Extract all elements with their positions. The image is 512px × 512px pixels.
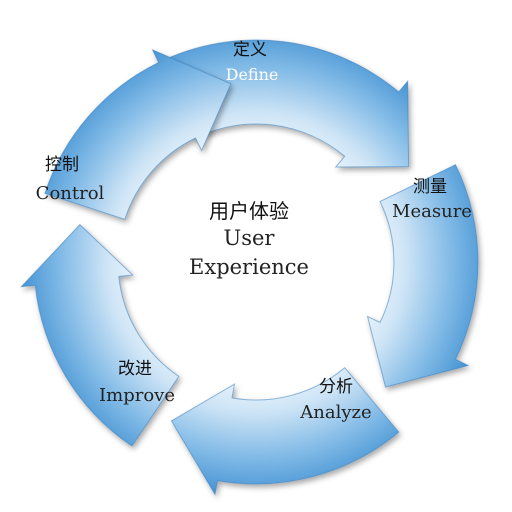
cycle-arrows xyxy=(20,39,479,496)
stage-analyze-en: Analyze xyxy=(299,402,371,423)
stage-define-cn: 定义 xyxy=(233,40,267,60)
arrow-measure xyxy=(366,164,479,388)
stage-define-en: Define xyxy=(226,65,279,84)
arrow-improve xyxy=(20,223,180,447)
center-title-cn: 用户体验 xyxy=(209,199,289,223)
stage-improve-en: Improve xyxy=(99,385,175,406)
center-title-en-line1: User xyxy=(224,226,276,250)
stage-control-cn: 控制 xyxy=(45,155,79,175)
stage-measure-cn: 测量 xyxy=(413,177,447,197)
arrow-analyze xyxy=(170,366,400,496)
stage-analyze-cn: 分析 xyxy=(319,377,353,397)
stage-control-en: Control xyxy=(36,183,105,204)
stage-measure-en: Measure xyxy=(392,201,472,222)
center-title-en-line2: Experience xyxy=(189,255,309,279)
arrow-define xyxy=(158,39,410,168)
arrow-control xyxy=(44,48,232,221)
stage-improve-cn: 改进 xyxy=(118,359,152,379)
